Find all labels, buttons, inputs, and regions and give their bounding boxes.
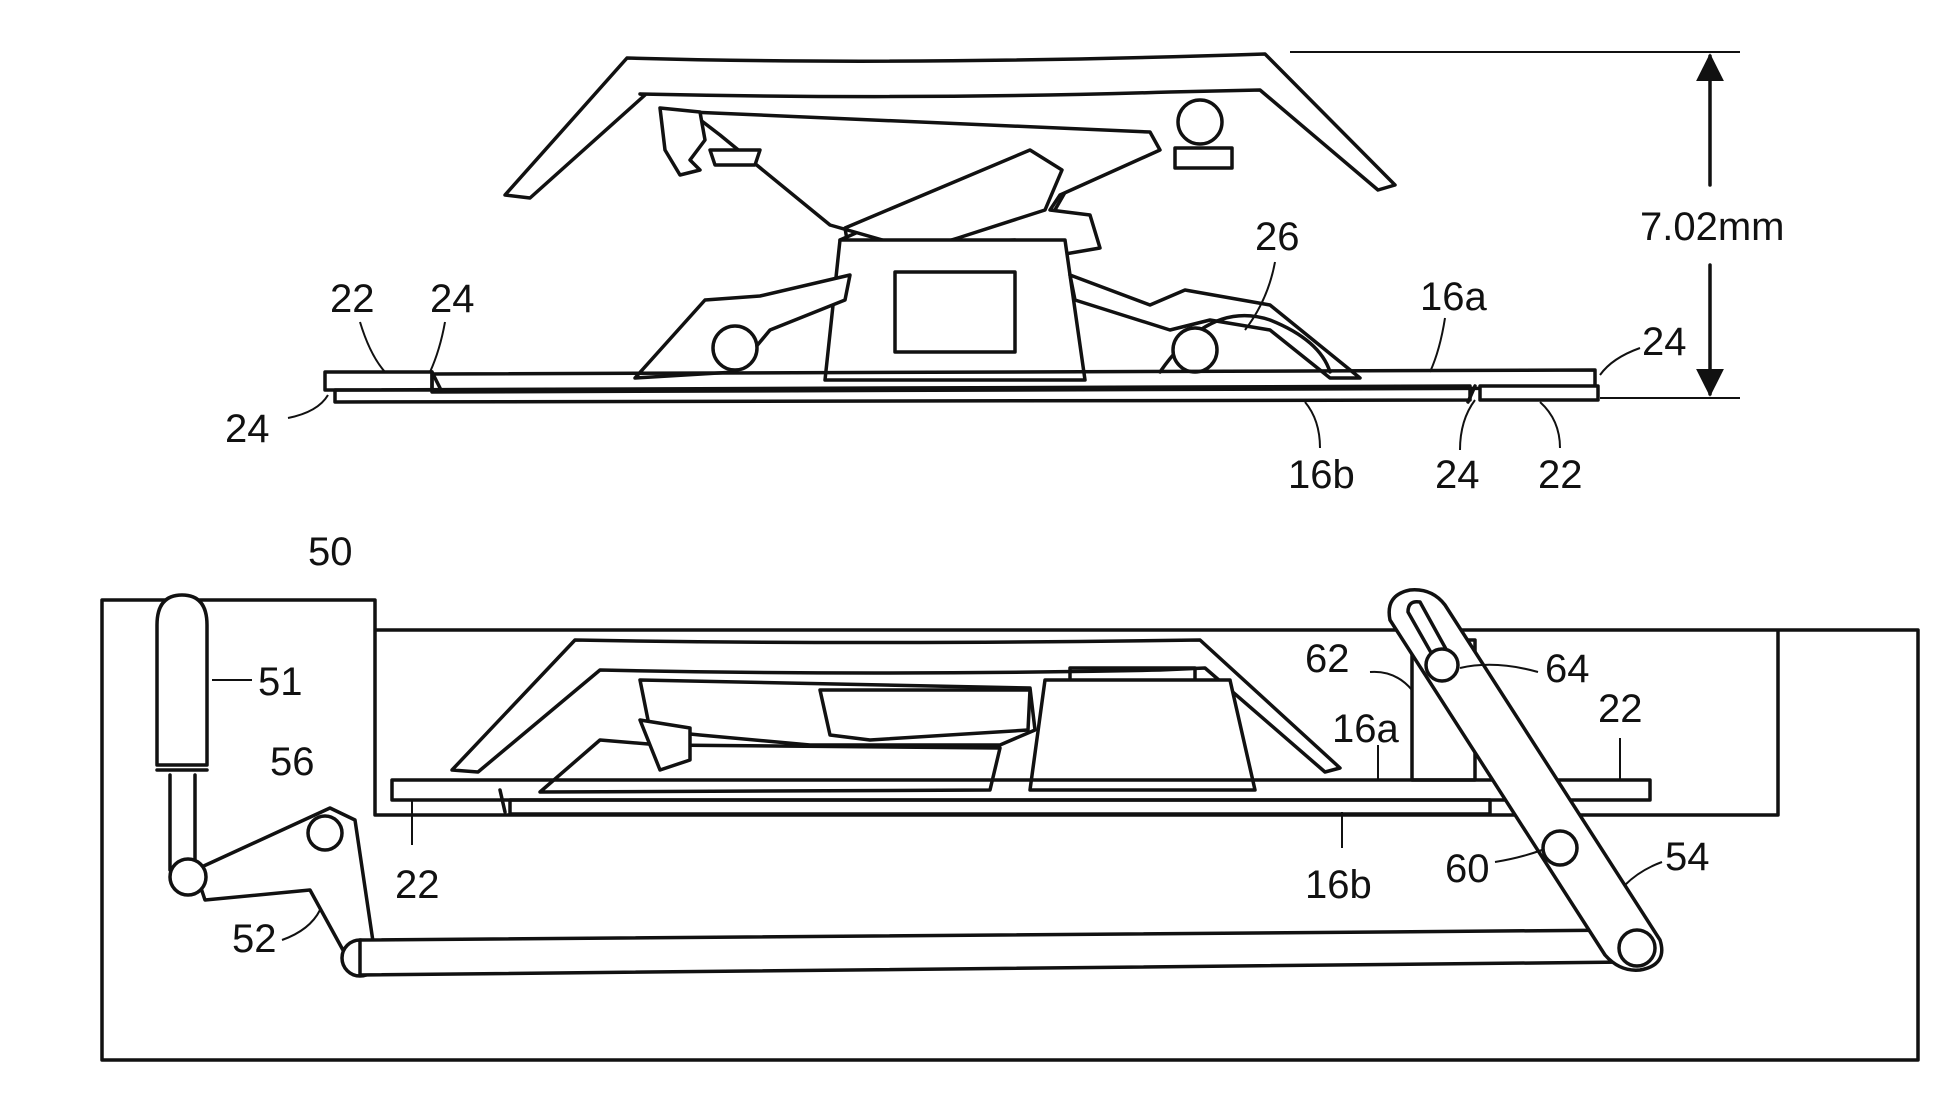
- label-64: 64: [1545, 647, 1590, 691]
- top-cap-hook-left: [660, 108, 705, 175]
- bottom-plate-16b: [510, 800, 1490, 814]
- leader-52: [282, 910, 320, 940]
- top-plate-22-right: [1480, 386, 1598, 400]
- label-51: 51: [258, 660, 303, 704]
- label-22-bottom-right: 22: [1598, 687, 1643, 731]
- top-cap-latch-left: [710, 150, 760, 165]
- bottom-pivot-56: [308, 816, 342, 850]
- bottom-figure: 50 51 56 52 22 62 64 16a 22 60 16b 54: [102, 530, 1918, 1060]
- label-22-left: 22: [330, 277, 375, 321]
- label-24-right-bottom: 24: [1435, 453, 1480, 497]
- bottom-plate-hook-left: [500, 790, 505, 812]
- label-62: 62: [1305, 637, 1350, 681]
- bottom-pin-54: [1619, 930, 1655, 966]
- label-22-bottom-left: 22: [395, 863, 440, 907]
- bottom-arm-left-support: [540, 740, 1000, 792]
- leader-24-left-bottom: [288, 395, 328, 418]
- leader-24-right-bottom: [1460, 400, 1475, 450]
- top-cap-latch-right: [1175, 148, 1232, 168]
- leader-60: [1495, 850, 1542, 862]
- bottom-central-housing: [1030, 680, 1255, 790]
- leader-16b: [1305, 402, 1320, 448]
- label-22-right: 22: [1538, 453, 1583, 497]
- label-52: 52: [232, 917, 277, 961]
- bottom-connecting-bar: [360, 930, 1628, 975]
- leader-24-left-top: [430, 322, 445, 372]
- dimension-label: 7.02mm: [1640, 205, 1785, 249]
- label-16b-bottom: 16b: [1305, 863, 1372, 907]
- label-60: 60: [1445, 847, 1490, 891]
- bottom-pin-64: [1426, 649, 1458, 681]
- label-50: 50: [308, 530, 353, 574]
- leader-62: [1370, 672, 1412, 690]
- bottom-frame-50: [102, 600, 1918, 1060]
- top-plate-22-left: [325, 372, 432, 390]
- label-26: 26: [1255, 215, 1300, 259]
- top-pivot-pin-upper-right: [1178, 100, 1222, 144]
- bottom-pin-51: [170, 859, 206, 895]
- top-pivot-pin-lower-left: [713, 326, 757, 370]
- leader-16a: [1430, 318, 1445, 372]
- bottom-lever-51: [157, 595, 207, 765]
- leader-24-right-top: [1600, 348, 1640, 375]
- top-pivot-pin-lower-right: [1173, 328, 1217, 372]
- top-scissor-arm-left: [690, 112, 1160, 260]
- top-central-housing: [825, 240, 1085, 380]
- label-56: 56: [270, 740, 315, 784]
- bottom-pivot-60: [1543, 831, 1577, 865]
- top-figure: 7.02mm 22 24 24 26 16a 24 16b 24 22: [225, 52, 1785, 497]
- label-24-left-top: 24: [430, 277, 475, 321]
- label-16a-bottom: 16a: [1332, 707, 1399, 751]
- label-16b: 16b: [1288, 453, 1355, 497]
- leader-22-left: [360, 322, 385, 372]
- label-24-left-bottom: 24: [225, 407, 270, 451]
- label-16a: 16a: [1420, 275, 1487, 319]
- label-24-right-top: 24: [1642, 320, 1687, 364]
- leader-22-right: [1540, 402, 1560, 448]
- label-54: 54: [1665, 835, 1710, 879]
- leader-54: [1625, 862, 1662, 885]
